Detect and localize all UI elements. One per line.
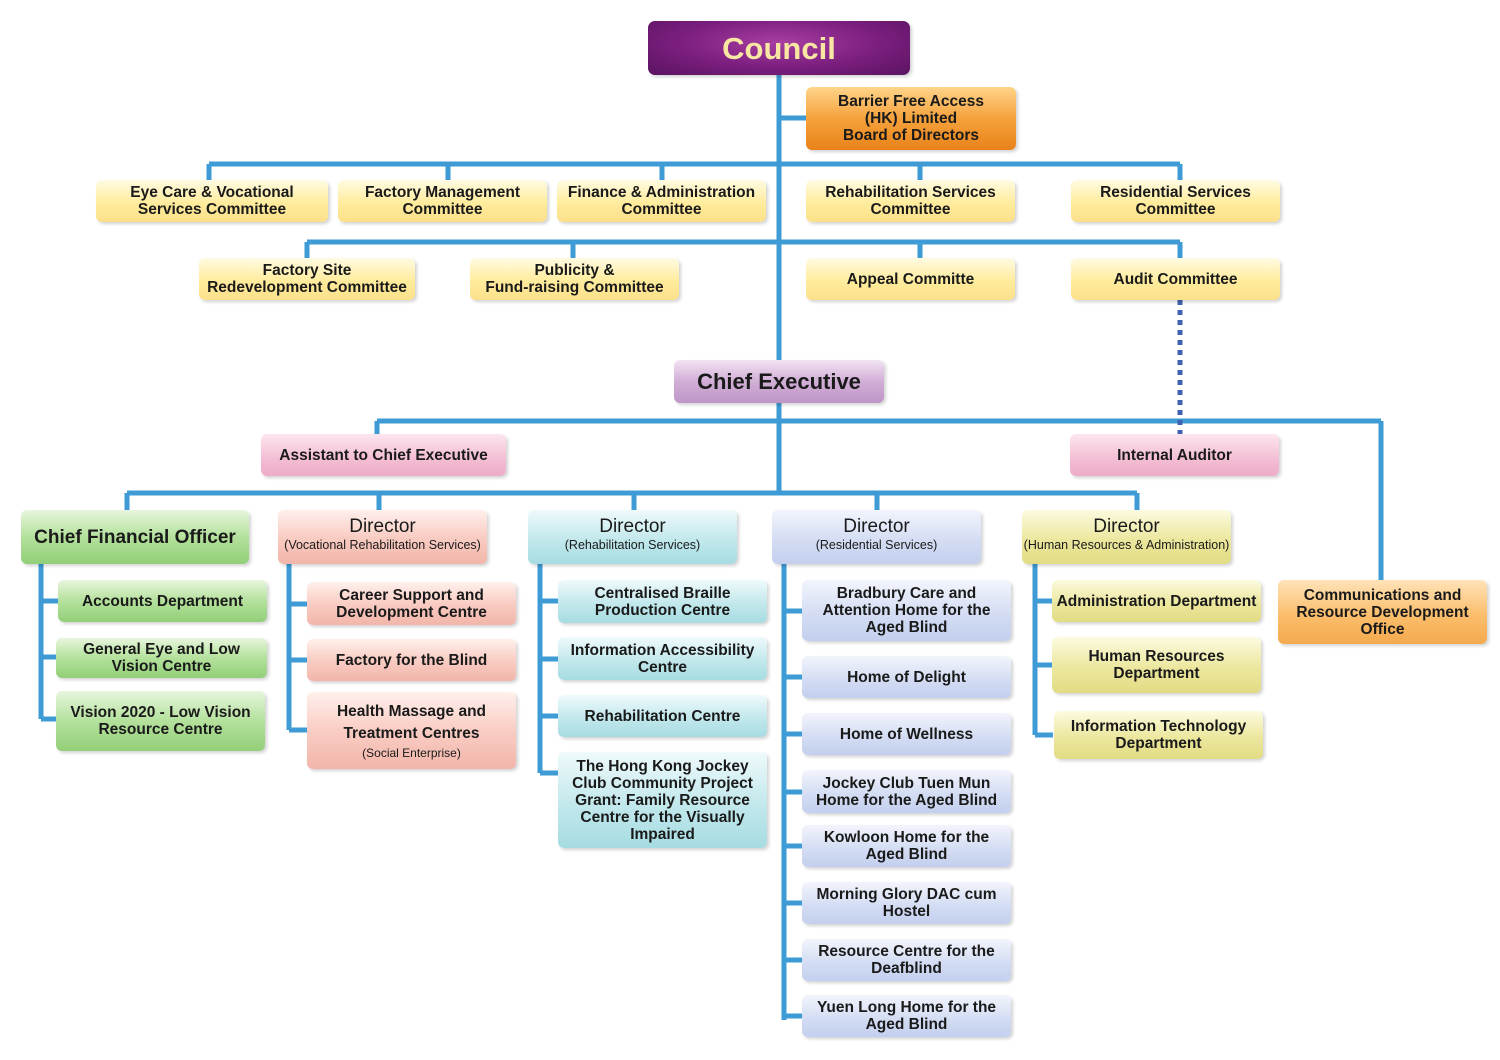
- chief-executive-label: Chief Executive: [697, 369, 861, 394]
- deafblind-centre-box: Resource Centre for the Deafblind: [802, 939, 1011, 981]
- solid-connectors: [38, 74, 1384, 1020]
- chief-executive-box: Chief Executive: [674, 360, 884, 403]
- family-resource-centre-label: The Hong Kong Jockey Club Community Proj…: [572, 757, 753, 843]
- rehabilitation-services-committee-label: Rehabilitation Services Committee: [825, 184, 996, 218]
- director-vocational-subtitle: (Vocational Rehabilitation Services): [284, 538, 481, 552]
- health-massage-box: Health Massage and Treatment Centres (So…: [307, 692, 516, 769]
- home-of-wellness-label: Home of Wellness: [839, 725, 974, 743]
- communications-office-box: Communications and Resource Development …: [1278, 580, 1487, 644]
- administration-department-box: Administration Department: [1052, 580, 1261, 622]
- health-massage-note: (Social Enterprise): [362, 745, 461, 760]
- factory-for-blind-box: Factory for the Blind: [307, 639, 516, 681]
- internal-auditor-box: Internal Auditor: [1070, 434, 1279, 476]
- factory-management-committee-box: Factory Management Committee: [338, 180, 547, 222]
- health-massage-label: Health Massage and Treatment Centres: [336, 702, 487, 742]
- home-of-wellness-box: Home of Wellness: [802, 713, 1011, 755]
- assistant-ce-box: Assistant to Chief Executive: [261, 434, 506, 476]
- vision-2020-label: Vision 2020 - Low Vision Resource Centre: [70, 704, 251, 738]
- vision-2020-box: Vision 2020 - Low Vision Resource Centre: [56, 691, 265, 751]
- factory-site-committee-box: Factory Site Redevelopment Committee: [199, 258, 415, 300]
- barrier-free-board-box: Barrier Free Access (HK) Limited Board o…: [806, 87, 1016, 150]
- rehabilitation-centre-box: Rehabilitation Centre: [558, 695, 767, 737]
- it-department-box: Information Technology Department: [1054, 711, 1263, 759]
- kowloon-home-label: Kowloon Home for the Aged Blind: [823, 829, 990, 863]
- cfo-box: Chief Financial Officer: [21, 510, 249, 564]
- council-label: Council: [722, 30, 836, 66]
- rehabilitation-services-committee-box: Rehabilitation Services Committee: [806, 180, 1015, 222]
- bradbury-home-box: Bradbury Care and Attention Home for the…: [802, 580, 1011, 641]
- morning-glory-label: Morning Glory DAC cum Hostel: [816, 886, 997, 920]
- family-resource-centre-box: The Hong Kong Jockey Club Community Proj…: [558, 752, 767, 848]
- director-residential-box: Director (Residential Services): [772, 510, 981, 564]
- publicity-committee-label: Publicity & Fund-raising Committee: [485, 262, 664, 296]
- director-vocational-box: Director (Vocational Rehabilitation Serv…: [278, 510, 487, 564]
- home-of-delight-box: Home of Delight: [802, 656, 1011, 698]
- information-accessibility-box: Information Accessibility Centre: [558, 637, 767, 680]
- residential-services-committee-label: Residential Services Committee: [1100, 184, 1251, 218]
- deafblind-centre-label: Resource Centre for the Deafblind: [818, 943, 995, 977]
- administration-department-label: Administration Department: [1056, 592, 1257, 610]
- it-department-label: Information Technology Department: [1070, 718, 1247, 752]
- yuen-long-home-label: Yuen Long Home for the Aged Blind: [816, 999, 997, 1033]
- general-eye-centre-label: General Eye and Low Vision Centre: [83, 641, 240, 675]
- accounts-department-label: Accounts Department: [81, 592, 244, 610]
- career-support-box: Career Support and Development Centre: [307, 582, 516, 625]
- residential-services-committee-box: Residential Services Committee: [1071, 180, 1280, 222]
- home-of-delight-label: Home of Delight: [847, 668, 966, 686]
- factory-site-committee-label: Factory Site Redevelopment Committee: [207, 262, 407, 296]
- appeal-committee-box: Appeal Committe: [806, 258, 1015, 300]
- council-box: Council: [648, 21, 910, 75]
- director-rehabilitation-subtitle: (Rehabilitation Services): [564, 538, 701, 552]
- director-residential-subtitle: (Residential Services): [815, 538, 938, 552]
- director-hr-subtitle: (Human Resources & Administration): [1023, 538, 1230, 552]
- audit-committee-label: Audit Committee: [1113, 270, 1238, 288]
- director-vocational-title: Director: [349, 516, 416, 537]
- braille-production-label: Centralised Braille Production Centre: [594, 584, 731, 619]
- director-rehabilitation-box: Director (Rehabilitation Services): [528, 510, 737, 564]
- factory-for-blind-label: Factory for the Blind: [335, 651, 488, 669]
- eye-care-committee-label: Eye Care & Vocational Services Committee: [130, 184, 294, 218]
- communications-office-label: Communications and Resource Development …: [1296, 586, 1469, 638]
- eye-care-committee-box: Eye Care & Vocational Services Committee: [96, 180, 328, 222]
- barrier-free-board-label: Barrier Free Access (HK) Limited Board o…: [838, 93, 984, 144]
- jockey-club-tuen-mun-box: Jockey Club Tuen Mun Home for the Aged B…: [802, 770, 1011, 813]
- yuen-long-home-box: Yuen Long Home for the Aged Blind: [802, 995, 1011, 1037]
- factory-management-committee-label: Factory Management Committee: [364, 184, 521, 218]
- director-hr-box: Director (Human Resources & Administrati…: [1022, 510, 1231, 564]
- bradbury-home-label: Bradbury Care and Attention Home for the…: [822, 585, 991, 636]
- director-hr-title: Director: [1093, 516, 1160, 537]
- director-residential-title: Director: [843, 516, 910, 537]
- finance-administration-committee-label: Finance & Administration Committee: [567, 184, 756, 218]
- braille-production-box: Centralised Braille Production Centre: [558, 580, 767, 623]
- human-resources-department-label: Human Resources Department: [1088, 648, 1225, 682]
- human-resources-department-box: Human Resources Department: [1052, 637, 1261, 693]
- appeal-committee-label: Appeal Committe: [846, 270, 975, 288]
- internal-auditor-label: Internal Auditor: [1117, 446, 1232, 464]
- information-accessibility-label: Information Accessibility Centre: [570, 641, 755, 676]
- morning-glory-box: Morning Glory DAC cum Hostel: [802, 882, 1011, 924]
- cfo-label: Chief Financial Officer: [34, 526, 236, 548]
- finance-administration-committee-box: Finance & Administration Committee: [557, 180, 766, 222]
- general-eye-centre-box: General Eye and Low Vision Centre: [56, 638, 267, 678]
- audit-committee-box: Audit Committee: [1071, 258, 1280, 300]
- jockey-club-tuen-mun-label: Jockey Club Tuen Mun Home for the Aged B…: [815, 774, 998, 809]
- assistant-ce-label: Assistant to Chief Executive: [279, 446, 488, 464]
- accounts-department-box: Accounts Department: [58, 580, 267, 622]
- career-support-label: Career Support and Development Centre: [336, 586, 487, 621]
- director-rehabilitation-title: Director: [599, 516, 666, 537]
- rehabilitation-centre-label: Rehabilitation Centre: [584, 707, 741, 725]
- kowloon-home-box: Kowloon Home for the Aged Blind: [802, 825, 1011, 867]
- publicity-committee-box: Publicity & Fund-raising Committee: [470, 258, 679, 300]
